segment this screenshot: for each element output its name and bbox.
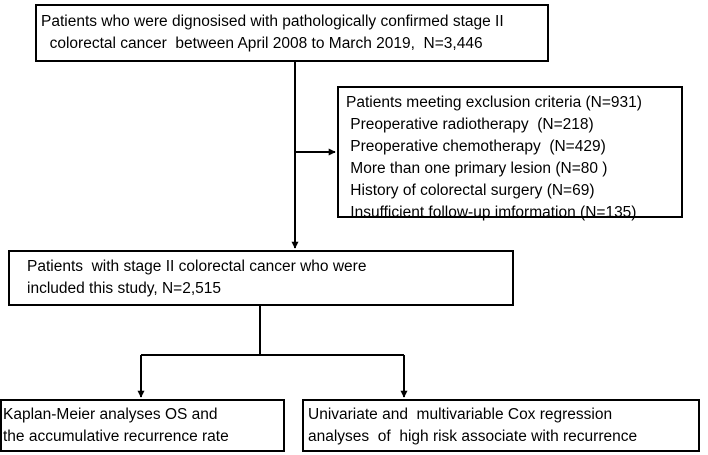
cox-regression-line-1: Univariate and multivariable Cox regress… (308, 406, 613, 423)
exclusion-item-multiple-lesions: More than one primary lesion (N=80 ) (346, 160, 608, 177)
cox-regression-line-2: analyses of high risk associate with rec… (308, 428, 638, 445)
initial-population-box: Patients who were dignosised with pathol… (35, 4, 549, 62)
kaplan-meier-line-2: the accumulative recurrence rate (3, 428, 229, 445)
exclusion-item-insufficient-followup: Insufficient follow-up imformation (N=13… (346, 204, 637, 221)
kaplan-meier-line-1: Kaplan-Meier analyses OS and (3, 406, 218, 423)
initial-population-line-1: Patients who were dignosised with pathol… (41, 13, 504, 30)
included-population-line-2: included this study, N=2,515 (27, 280, 222, 297)
exclusion-criteria-box: Patients meeting exclusion criteria (N=9… (337, 86, 683, 221)
exclusion-item-chemotherapy: Preoperative chemotherapy (N=429) (346, 138, 606, 155)
cox-regression-analysis-box: Univariate and multivariable Cox regress… (302, 399, 700, 452)
kaplan-meier-analysis-box: Kaplan-Meier analyses OS and the accumul… (0, 399, 285, 452)
exclusion-item-radiotherapy: Preoperative radiotherapy (N=218) (346, 116, 594, 133)
exclusion-criteria-heading: Patients meeting exclusion criteria (N=9… (346, 94, 642, 111)
included-population-box: Patients with stage II colorectal cancer… (8, 250, 514, 306)
exclusion-item-prior-surgery: History of colorectal surgery (N=69) (346, 182, 595, 199)
initial-population-line-2: colorectal cancer between April 2008 to … (41, 35, 483, 52)
included-population-line-1: Patients with stage II colorectal cancer… (27, 258, 367, 275)
